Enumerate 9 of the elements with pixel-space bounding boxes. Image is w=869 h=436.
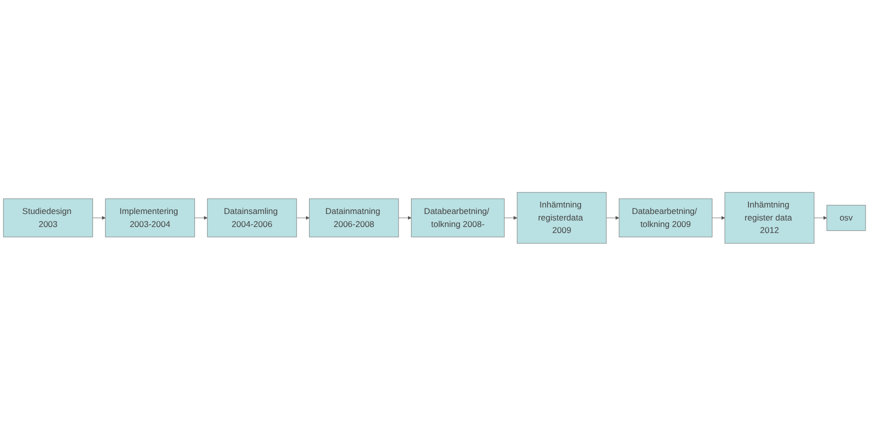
node-box: Implementering 2003-2004	[105, 198, 195, 238]
node-box: Datainsamling 2004-2006	[207, 198, 297, 238]
node-box: Inhämtning registerdata 2009	[516, 192, 607, 244]
node-box: Databearbetning/ tolkning 2009	[618, 198, 712, 238]
node-box: osv	[826, 205, 866, 231]
node-box: Databearbetning/ tolkning 2008-	[411, 198, 505, 238]
node-box: Datainmatning 2006-2008	[309, 198, 399, 238]
node-box: Studiedesign 2003	[3, 198, 93, 238]
node-box: Inhämtning register data 2012	[724, 192, 814, 244]
